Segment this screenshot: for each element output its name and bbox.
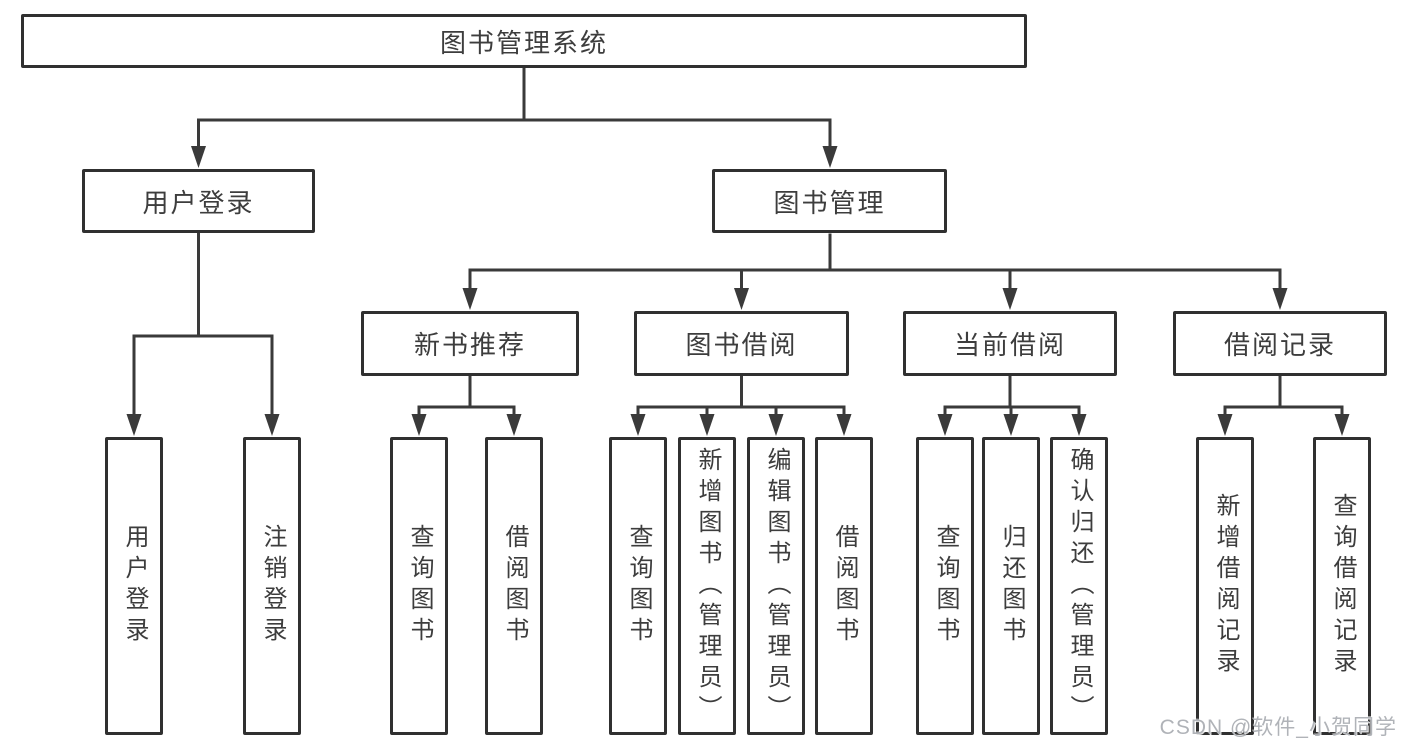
arrowhead bbox=[506, 414, 522, 436]
leaf-add-borrow-record: 新增借阅记录 bbox=[1196, 437, 1254, 735]
leaf-query-books-recommend: 查询图书 bbox=[390, 437, 448, 735]
leaf-query-books-current-label: 查询图书 bbox=[932, 524, 959, 648]
node-book-borrow-label: 图书借阅 bbox=[685, 330, 798, 360]
leaf-logout-label: 注销登录 bbox=[259, 524, 286, 648]
leaf-edit-book-admin: 编辑图书（管理员） bbox=[747, 437, 805, 735]
arrowhead bbox=[1272, 288, 1288, 310]
leaf-logout: 注销登录 bbox=[243, 437, 301, 735]
node-book-management-label: 图书管理 bbox=[773, 187, 886, 218]
connector-current-borrow-split bbox=[943, 374, 1081, 420]
arrowhead bbox=[822, 146, 838, 168]
connector-user-login-split bbox=[132, 231, 274, 420]
arrowhead bbox=[734, 288, 749, 310]
arrowhead bbox=[191, 146, 206, 168]
connector-borrow-records-split bbox=[1223, 374, 1344, 420]
node-borrow-records: 借阅记录 bbox=[1173, 311, 1387, 376]
leaf-borrow-books-borrow-label: 借阅图书 bbox=[831, 524, 858, 648]
arrowhead bbox=[1071, 414, 1087, 436]
leaf-query-books-recommend-label: 查询图书 bbox=[406, 524, 433, 648]
node-borrow-records-label: 借阅记录 bbox=[1223, 330, 1336, 360]
arrowhead bbox=[1334, 414, 1350, 436]
leaf-confirm-return-admin-label: 确认归还（管理员） bbox=[1066, 446, 1093, 726]
leaf-query-books-borrow-label: 查询图书 bbox=[625, 524, 652, 648]
connector-book-management-split bbox=[468, 233, 1282, 292]
leaf-query-borrow-record: 查询借阅记录 bbox=[1313, 437, 1371, 735]
node-user-login: 用户登录 bbox=[82, 169, 315, 233]
leaf-add-borrow-record-label: 新增借阅记录 bbox=[1212, 493, 1239, 679]
arrowhead bbox=[768, 414, 784, 436]
node-book-management: 图书管理 bbox=[712, 169, 947, 233]
node-current-borrow-label: 当前借阅 bbox=[953, 330, 1066, 360]
node-user-login-label: 用户登录 bbox=[142, 187, 255, 218]
arrowhead bbox=[630, 414, 646, 436]
arrowhead bbox=[699, 414, 715, 436]
leaf-add-book-admin-label: 新增图书（管理员） bbox=[694, 446, 721, 726]
arrowhead bbox=[411, 414, 427, 436]
node-book-borrow: 图书借阅 bbox=[634, 311, 849, 376]
leaf-add-book-admin: 新增图书（管理员） bbox=[678, 437, 736, 735]
leaf-borrow-books-borrow: 借阅图书 bbox=[815, 437, 873, 735]
leaf-confirm-return-admin: 确认归还（管理员） bbox=[1050, 437, 1108, 735]
node-current-borrow: 当前借阅 bbox=[903, 311, 1117, 376]
arrowhead bbox=[836, 414, 852, 436]
node-root-system: 图书管理系统 bbox=[21, 14, 1027, 68]
arrowhead bbox=[264, 414, 280, 436]
leaf-return-book-label: 归还图书 bbox=[998, 524, 1025, 648]
arrowhead bbox=[1003, 414, 1019, 436]
connector-root-split bbox=[197, 65, 832, 150]
arrowhead bbox=[1217, 414, 1233, 436]
node-new-book-recommend: 新书推荐 bbox=[361, 311, 579, 376]
node-root-system-label: 图书管理系统 bbox=[439, 27, 608, 58]
arrowhead bbox=[462, 288, 478, 310]
connector-book-borrow-split bbox=[636, 374, 846, 420]
leaf-borrow-books-recommend: 借阅图书 bbox=[485, 437, 543, 735]
csdn-watermark: CSDN @软件_小贺同学 bbox=[1159, 716, 1397, 739]
node-new-book-recommend-label: 新书推荐 bbox=[413, 330, 526, 360]
arrowhead bbox=[126, 414, 142, 436]
leaf-query-books-borrow: 查询图书 bbox=[609, 437, 667, 735]
connector-new-book-split bbox=[417, 374, 516, 420]
leaf-edit-book-admin-label: 编辑图书（管理员） bbox=[763, 446, 790, 726]
arrowhead bbox=[1002, 288, 1018, 310]
leaf-return-book: 归还图书 bbox=[982, 437, 1040, 735]
leaf-query-books-current: 查询图书 bbox=[916, 437, 974, 735]
arrowhead bbox=[937, 414, 953, 436]
leaf-query-borrow-record-label: 查询借阅记录 bbox=[1329, 493, 1356, 679]
leaf-borrow-books-recommend-label: 借阅图书 bbox=[501, 524, 528, 648]
leaf-user-login-label: 用户登录 bbox=[121, 524, 148, 648]
leaf-user-login: 用户登录 bbox=[105, 437, 163, 735]
